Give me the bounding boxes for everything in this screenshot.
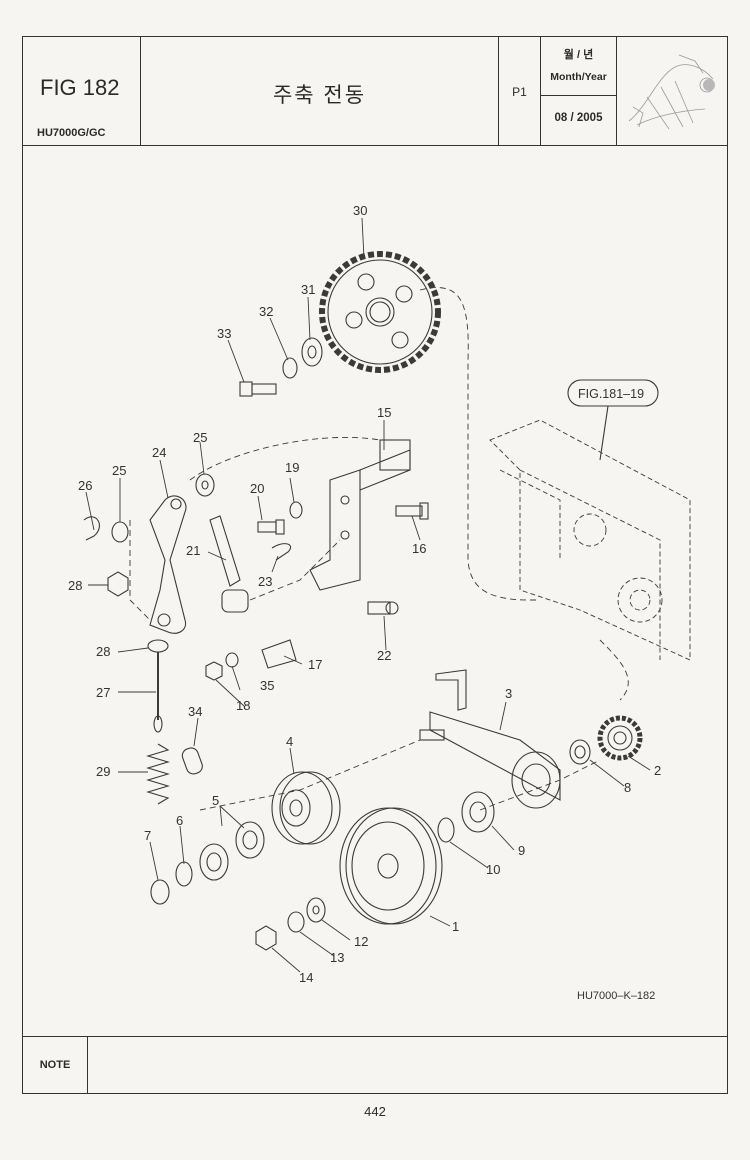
nut-18 <box>205 661 223 681</box>
date-label-english: Month/Year <box>550 71 607 83</box>
spring-29 <box>146 743 170 805</box>
callout-35: 35 <box>260 678 274 693</box>
bearing-5a <box>235 821 265 859</box>
callout-19: 19 <box>285 460 299 475</box>
callout-4: 4 <box>286 734 293 749</box>
date-label-korean: 월 / 년 <box>563 49 594 61</box>
callout-9: 9 <box>518 843 525 858</box>
tensioner-arm-3 <box>419 669 561 809</box>
clip-23 <box>271 543 292 561</box>
fig-cell: FIG 182 HU7000G/GC <box>23 37 141 145</box>
callout-8: 8 <box>624 780 631 795</box>
callout-30: 30 <box>353 203 367 218</box>
callout-33: 33 <box>217 326 231 341</box>
page-frame: FIG 182 HU7000G/GC 주축 전동 P1 월 / 년 Month/… <box>22 36 728 1094</box>
date-label-box: 월 / 년 Month/Year <box>541 37 616 96</box>
housing-bracket <box>489 419 691 661</box>
callout-28-upper: 28 <box>68 578 82 593</box>
note-label: NOTE <box>23 1037 88 1093</box>
logo-cell <box>617 37 727 145</box>
snap-ring-32 <box>282 357 298 379</box>
callout-17: 17 <box>308 657 322 672</box>
callout-3: 3 <box>505 686 512 701</box>
callout-2: 2 <box>654 763 661 778</box>
bearing-5b <box>199 843 229 881</box>
callout-25-top: 25 <box>193 430 207 445</box>
page-cell: P1 <box>499 37 541 145</box>
callout-1: 1 <box>452 919 459 934</box>
callout-32: 32 <box>259 304 273 319</box>
washer-35 <box>225 652 239 668</box>
bolt-16 <box>395 502 429 520</box>
nut-28-upper <box>107 571 129 597</box>
reference-label: FIG.181–19 <box>578 387 644 401</box>
gear-2 <box>597 715 643 761</box>
washer-31 <box>301 337 323 367</box>
callout-13: 13 <box>330 950 344 965</box>
bracket-15 <box>309 439 411 591</box>
callout-20: 20 <box>250 481 264 496</box>
note-row: NOTE <box>23 1036 727 1093</box>
snap-ring-7 <box>150 879 170 905</box>
pulley-4 <box>271 771 341 845</box>
leader-lines <box>85 217 651 973</box>
model-name: HU7000G/GC <box>37 127 106 139</box>
washer-25 <box>111 521 129 543</box>
nut-28 <box>147 639 169 653</box>
callout-12: 12 <box>354 934 368 949</box>
reference-bubble <box>567 379 659 407</box>
page-number: 442 <box>364 1104 386 1119</box>
date-value: 08 / 2005 <box>554 112 603 124</box>
nut-14 <box>255 925 277 951</box>
bolt-20 <box>257 519 285 535</box>
callout-23: 23 <box>258 574 272 589</box>
callout-15: 15 <box>377 405 391 420</box>
callout-25: 25 <box>112 463 126 478</box>
lever-24 <box>149 495 187 634</box>
callout-6: 6 <box>176 813 183 828</box>
callout-28: 28 <box>96 644 110 659</box>
drive-path-dashed <box>129 287 629 811</box>
callout-16: 16 <box>412 541 426 556</box>
page-label: P1 <box>512 85 527 99</box>
washer-12 <box>306 897 326 923</box>
lever-21 <box>209 515 249 613</box>
clip-17 <box>261 639 297 669</box>
collar-34 <box>181 747 203 775</box>
callout-10: 10 <box>486 862 500 877</box>
callout-24: 24 <box>152 445 166 460</box>
snap-ring-6 <box>175 861 193 887</box>
callout-26: 26 <box>78 478 92 493</box>
callout-27: 27 <box>96 685 110 700</box>
page-title: 주축 전동 <box>272 84 367 107</box>
title-cell: 주축 전동 <box>141 37 499 145</box>
callout-22: 22 <box>377 648 391 663</box>
washer-25-top <box>195 473 215 497</box>
washer-19 <box>289 501 303 519</box>
fig-number: FIG 182 <box>40 75 120 100</box>
callout-18: 18 <box>236 698 250 713</box>
drawing-code: HU7000–K–182 <box>577 990 655 1002</box>
snap-ring-10 <box>437 817 455 843</box>
gear-30 <box>319 251 441 373</box>
callout-7: 7 <box>144 828 151 843</box>
date-cell: 월 / 년 Month/Year 08 / 2005 <box>541 37 617 145</box>
callout-21: 21 <box>186 543 200 558</box>
washer-13 <box>287 911 305 933</box>
cotter-pin-26 <box>83 516 100 541</box>
header-block: FIG 182 HU7000G/GC 주축 전동 P1 월 / 년 Month/… <box>23 37 727 146</box>
callout-14: 14 <box>299 970 313 985</box>
bearing-9 <box>461 791 495 833</box>
pulley-1 <box>339 807 443 925</box>
bolt-33 <box>239 381 277 397</box>
callout-34: 34 <box>188 704 202 719</box>
callout-5: 5 <box>212 793 219 808</box>
callout-31: 31 <box>301 282 315 297</box>
callout-29: 29 <box>96 764 110 779</box>
pin-22 <box>367 601 399 615</box>
collar-8 <box>569 739 591 765</box>
harvester-sketch-icon <box>628 54 715 130</box>
callout-labels: 30 31 32 33 15 25 24 25 26 19 20 21 23 1… <box>68 203 661 1002</box>
